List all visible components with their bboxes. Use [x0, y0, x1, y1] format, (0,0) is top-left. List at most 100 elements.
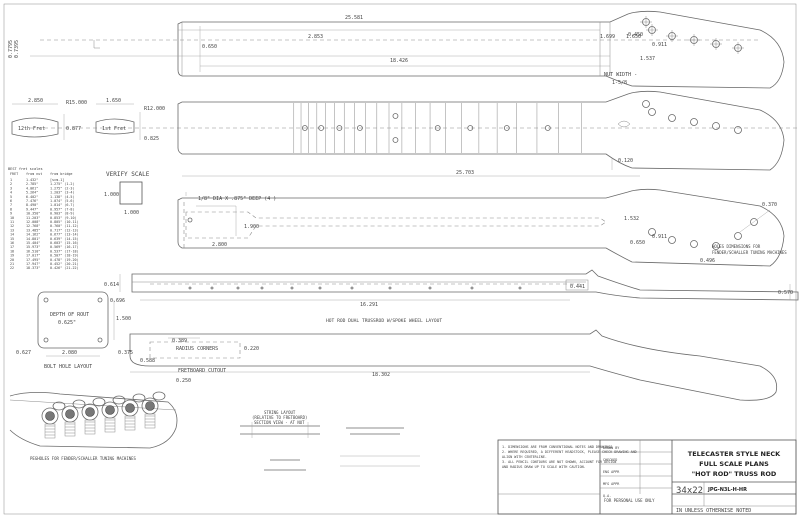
title-block-row: Q.A. [603, 494, 611, 498]
fret-table-cell: 17 [10, 245, 14, 249]
drawing-number: JPG-N3L-H-HR [707, 487, 747, 493]
trussrod-caption: HOT ROD DUAL TRUSSROD W/SPOKE WHEEL LAYO… [326, 318, 442, 324]
dim-vertical-1: 0.7795 [8, 40, 14, 58]
title-block [497, 439, 797, 515]
fret-table-cell: 0.805" (10-11) [50, 220, 79, 224]
label-12th-fret: 12th Fret [18, 126, 45, 132]
peg-gear [64, 421, 76, 437]
peg-gear [104, 417, 116, 433]
fret-table-cell: 0.569" (16-17) [50, 245, 79, 249]
fret-table-cell: 6 [10, 199, 12, 203]
personal-use: FOR PERSONAL USE ONLY [604, 498, 655, 503]
rout-label-2: 0.625" [58, 320, 76, 326]
fret-table-cell: [scm-1] [50, 178, 64, 182]
fret-table-cell: 0.639" (14-15) [50, 237, 79, 241]
dim-1900: 1.900 [244, 224, 259, 230]
dim-0450: 0.450 [628, 32, 643, 38]
string-layout-section [240, 422, 420, 471]
tuner-holes-top [640, 16, 744, 54]
fret-table-title: BEST fret scales [8, 167, 43, 171]
radius-corners: RADIUS CORNERS [176, 346, 218, 352]
fret-table-cell: 1.138" (4-5) [50, 195, 75, 199]
title-block-row: ENG APPR [603, 470, 620, 474]
fret-table-cell: 1.275" (2-3) [50, 186, 75, 190]
peg-button [112, 395, 126, 405]
fret-table-cell: 18 [10, 249, 14, 253]
side-dot-markers [188, 286, 522, 290]
title-text: TELECASTER STYLE NECK FULL SCALE PLANS "… [604, 450, 781, 514]
fret-table-cell: 1.432" [26, 178, 38, 182]
sheet-size: 34x22 [676, 486, 703, 496]
title-line-3: "HOT ROD" TRUSS ROD [692, 470, 777, 478]
dim-0650: 0.650 [202, 44, 217, 50]
tuning-pegs [41, 391, 166, 439]
rout-label-1: DEPTH OF ROUT [50, 312, 89, 318]
dim-2080: 2.080 [62, 350, 77, 356]
dim-0825: 0.825 [144, 136, 159, 142]
fret-table-cell: 9.447" [26, 207, 38, 211]
fret-table-cell: 0.957" (7-8) [50, 207, 75, 211]
dim-0911: 0.911 [652, 42, 667, 48]
peg-post [85, 407, 95, 417]
dim-0614: 0.614 [104, 282, 119, 288]
fret-table-cell: 0.537" (17-18) [50, 249, 79, 253]
fret-table-cell: 17.947" [26, 262, 40, 266]
side-dot [236, 286, 240, 290]
nut-width: NUT WIDTH - [604, 72, 637, 78]
nut-width-value: 1-5/8 [612, 80, 627, 86]
fret-table-cell: 1.074" (5-6) [50, 199, 75, 203]
holes-note-2: FENDER/SCHALLER TUNING MACHINES [712, 250, 787, 255]
note-line: ALIGN WITH CENTERLINE. [502, 455, 547, 459]
fret-table-header: from nut [26, 172, 42, 176]
fret-table-cell: 21 [10, 262, 14, 266]
fret-lines [293, 103, 582, 153]
verify-1000-a: 1.000 [104, 192, 119, 198]
dim-0650b: 0.650 [630, 240, 645, 246]
title-line-1: TELECASTER STYLE NECK [688, 450, 781, 458]
fret-table-cell: 16.510" [26, 249, 40, 253]
dimension-labels: 25.581 2.853 0.650 18.426 1.699 1.650 1.… [8, 15, 793, 461]
side-dot [318, 286, 322, 290]
fret-table-cell: 2.785" [26, 182, 38, 186]
dim-0588: 0.588 [140, 358, 155, 364]
truss-hole [187, 217, 193, 223]
side-dot [470, 286, 474, 290]
side-dot [388, 286, 392, 290]
fret-table-cell: 14.162" [26, 233, 40, 237]
fret-table-cell: 0.717" (12-13) [50, 228, 79, 232]
dim-r12000: R12.000 [144, 106, 165, 112]
dim-0877: 0.877 [66, 126, 81, 132]
fret-table-cell: 14 [10, 233, 14, 237]
dim-0496: 0.496 [700, 258, 715, 264]
dim-2850: 2.850 [28, 98, 43, 104]
fret-table-cell: 14.801" [26, 237, 40, 241]
peg-button [52, 401, 66, 411]
tuner-holes-channel [648, 218, 758, 250]
dim-vertical-2: 0.7395 [14, 40, 20, 58]
side-dot [350, 286, 354, 290]
inlay-dot [503, 125, 510, 131]
fret-table-cell: 13.485" [26, 228, 40, 232]
fret-table-cell: 15.404" [26, 241, 40, 245]
fret-table-cell: 1.014" (6-7) [50, 203, 75, 207]
title-block-row: MFG APPR [603, 482, 620, 486]
fret-table-cell: 22 [10, 266, 14, 270]
neck-outline-top [30, 10, 785, 89]
dim-1532: 1.532 [624, 216, 639, 222]
fret-table-cell: 12.768" [26, 224, 40, 228]
side-view-lower [129, 329, 778, 401]
truss-channel-view [177, 188, 785, 267]
dim-0911b: 0.911 [652, 234, 667, 240]
dim-1650: 1.650 [626, 34, 641, 40]
label-1st-fret: 1st Fret [102, 126, 126, 132]
dim-1500: 1.500 [116, 316, 131, 322]
dim-1699: 1.699 [600, 34, 615, 40]
fret-table-cell: 17.017" [26, 254, 40, 258]
fret-table-cell: 0.478" (19-20) [50, 258, 79, 262]
fret-table-cell: 20 [10, 258, 14, 262]
peg-gear [144, 413, 156, 429]
fret-table-cell: 15 [10, 237, 14, 241]
